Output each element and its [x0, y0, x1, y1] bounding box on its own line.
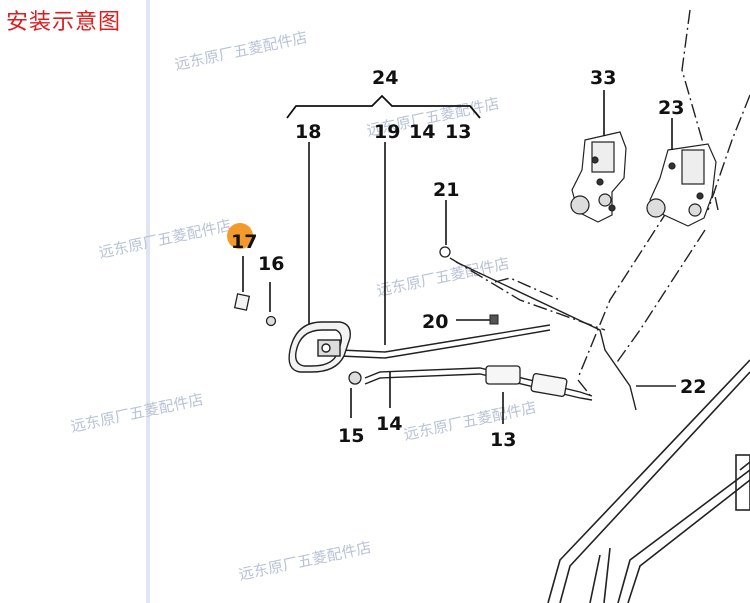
callout-33: 33 — [590, 67, 616, 89]
door-lock-23 — [646, 118, 717, 227]
screw-16 — [265, 282, 277, 327]
screw-15 — [348, 371, 362, 418]
callout-20: 20 — [422, 311, 448, 333]
cable-14-13 — [364, 367, 593, 424]
watermark-6: 远东原厂五菱配件店 — [402, 398, 538, 444]
callout-23: 23 — [658, 97, 684, 119]
callout-19: 19 — [374, 121, 400, 143]
clip-20 — [456, 314, 499, 325]
cable-sleeve-1 — [485, 365, 521, 385]
callout-14-bottom: 14 — [376, 413, 402, 435]
watermark-7: 远东原厂五菱配件店 — [237, 538, 373, 584]
callout-15: 15 — [338, 425, 364, 447]
guide-lines — [449, 9, 750, 396]
watermark-3: 远东原厂五菱配件店 — [97, 216, 233, 262]
inner-handle-18 — [288, 142, 351, 373]
callout-17: 17 — [231, 231, 257, 253]
cap-17 — [227, 223, 253, 311]
watermark-4: 远东原厂五菱配件店 — [375, 254, 511, 300]
callout-21: 21 — [433, 179, 459, 201]
diagram-title: 安装示意图 — [6, 10, 122, 35]
callout-13-bottom: 13 — [490, 429, 516, 451]
clip-21 — [439, 200, 451, 258]
bracket-24 — [286, 94, 481, 119]
rod-22 — [455, 261, 676, 411]
door-lock-33 — [570, 90, 627, 223]
callout-16: 16 — [258, 253, 284, 275]
callout-22: 22 — [680, 376, 706, 398]
watermark-5: 远东原厂五菱配件店 — [69, 390, 205, 436]
callout-14-top: 14 — [409, 121, 435, 143]
margin-guide-line — [146, 0, 150, 603]
door-frame — [547, 359, 750, 603]
callout-24: 24 — [372, 67, 398, 89]
cable-19 — [339, 142, 551, 359]
watermark-1: 远东原厂五菱配件店 — [173, 28, 309, 74]
callout-18: 18 — [295, 121, 321, 143]
highlight-marker — [227, 223, 253, 249]
callout-13-top: 13 — [445, 121, 471, 143]
cable-sleeve-2 — [530, 373, 568, 397]
